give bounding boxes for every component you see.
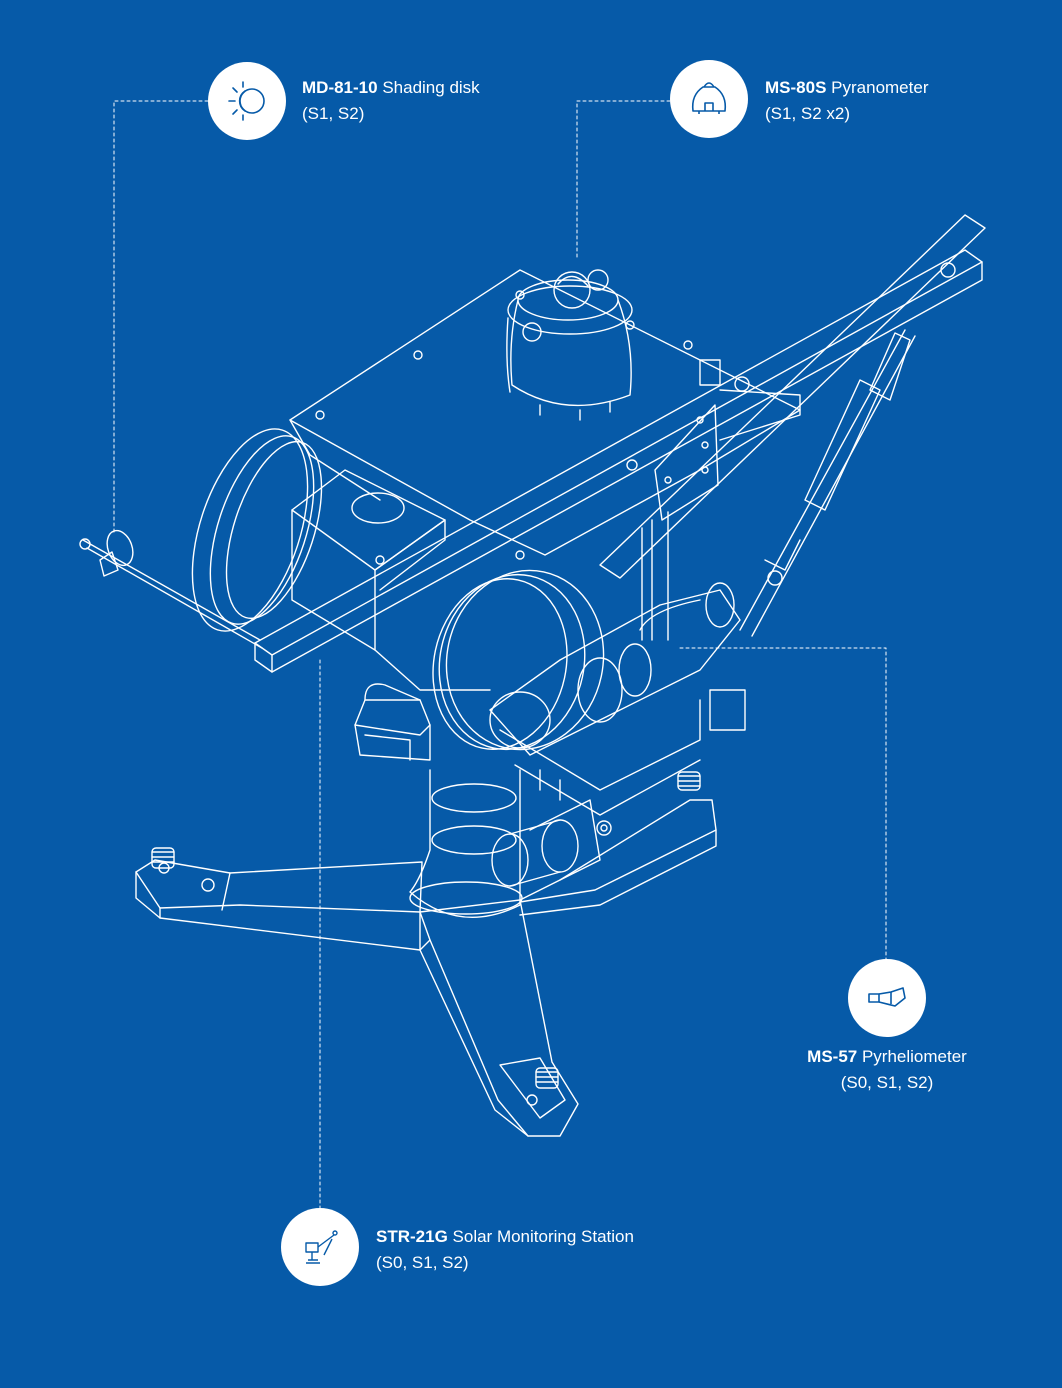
tripod-base: [135, 769, 717, 1137]
station-icon: [281, 1208, 359, 1286]
pyranometer-name: Pyranometer: [831, 78, 929, 97]
station-model: STR-21G: [376, 1227, 448, 1246]
leader-lines: [113, 100, 887, 1211]
leader-pyrheliometer: [679, 647, 887, 961]
shading-disk-model: MD-81-10: [302, 78, 378, 97]
shading-disk-series: (S1, S2): [302, 104, 365, 123]
pyrheliometer-drawing: [489, 582, 746, 887]
shading-disk-name: Shading disk: [382, 78, 480, 97]
pyrheliometer-series: (S0, S1, S2): [840, 1073, 934, 1092]
leader-shading-disk: [113, 100, 209, 536]
pyrheliometer-icon: [848, 959, 926, 1037]
drive-housing: [191, 269, 801, 751]
pyranometer-series: (S1, S2 x2): [765, 104, 851, 123]
shading-disk-icon: [208, 62, 286, 140]
pyranometer-icon: [670, 60, 748, 138]
station-name: Solar Monitoring Station: [452, 1227, 634, 1246]
turntable: [354, 683, 431, 761]
shading-arm: [79, 214, 986, 673]
pyrheliometer-model: MS-57: [807, 1047, 858, 1066]
station-series: (S0, S1, S2): [376, 1253, 469, 1272]
pyrheliometer-name: Pyrheliometer: [861, 1047, 967, 1066]
pyranometer-drawing: [506, 269, 633, 421]
leader-pyranometer: [576, 100, 671, 259]
pyranometer-model: MS-80S: [765, 78, 827, 97]
